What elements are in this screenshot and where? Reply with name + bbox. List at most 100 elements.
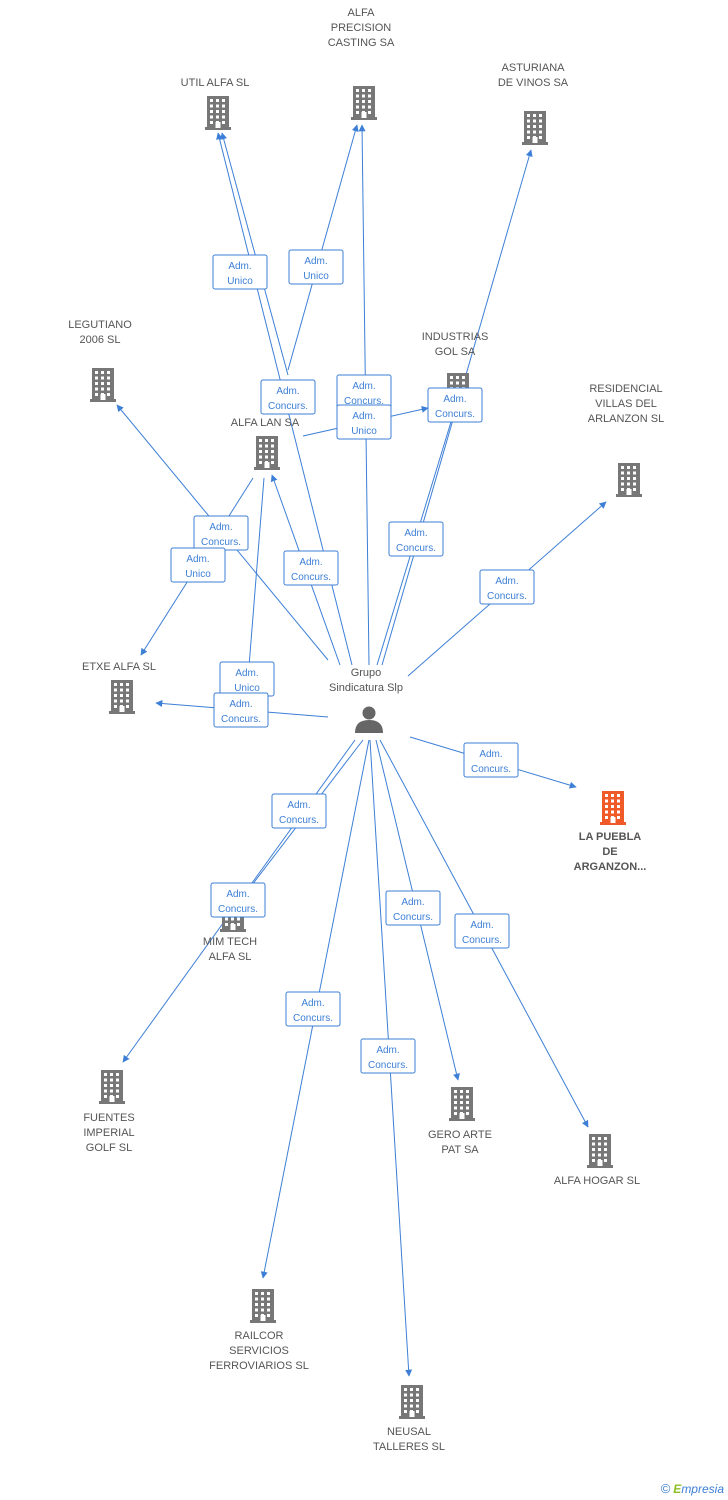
node-label-line: GOL SA xyxy=(435,346,476,358)
edge-alfa-lan-to-util-alfa xyxy=(220,132,289,376)
edge-label-center-to-util-alfa[interactable]: Adm. Concurs. xyxy=(260,379,316,415)
node-label-line: ALFA SL xyxy=(209,951,252,963)
edge-label-center-to-asturiana[interactable]: Adm.Concurs. xyxy=(388,521,444,557)
edge-label-box xyxy=(285,991,341,1027)
node-label-line: TALLERES SL xyxy=(373,1441,445,1453)
edge-label-text: Unico xyxy=(227,276,253,287)
edge-label-center-to-mim-tech[interactable]: Adm. Concurs. xyxy=(271,793,327,829)
node-label-line: IMPERIAL xyxy=(83,1127,134,1139)
edge-label-box xyxy=(212,254,268,290)
edge-label-box xyxy=(479,569,535,605)
edge-label-alfa-lan-to-util-alfa[interactable]: Adm.Unico xyxy=(212,254,268,290)
node-neusal[interactable]: NEUSAL TALLERES SL xyxy=(373,1385,445,1453)
node-label-line: MIM TECH xyxy=(203,936,257,948)
edge-label-text: Concurs. xyxy=(368,1060,408,1071)
edge-label-box xyxy=(463,742,519,778)
building-icon xyxy=(90,368,116,402)
edge-label-text: Concurs. xyxy=(279,815,319,826)
brand-footer[interactable]: ©Empresia xyxy=(661,1481,724,1496)
edge-label-text: Concurs. xyxy=(471,764,511,775)
node-label-line: FUENTES xyxy=(83,1112,134,1124)
node-label-line: ALFA HOGAR SL xyxy=(554,1175,640,1187)
edge-label-box xyxy=(385,890,441,926)
edge-label-center-to-industrias-gol[interactable]: Adm. Concurs. xyxy=(427,387,483,423)
edge-label-box xyxy=(427,387,483,423)
node-label-line: ETXE ALFA SL xyxy=(82,661,156,673)
edge-label-center-to-neusal[interactable]: Adm.Concurs. xyxy=(360,1038,416,1074)
building-icon xyxy=(99,1070,125,1104)
edge-labels-layer: Adm.Concurs.Adm.UnicoAdm.UnicoAdm.Concur… xyxy=(170,249,535,1074)
building-icon xyxy=(254,436,280,470)
edge-label-text: Concurs. xyxy=(396,543,436,554)
edge-label-text: Concurs. xyxy=(221,714,261,725)
edge-label-center-to-alfa-lan[interactable]: Adm.Concurs. xyxy=(283,550,339,586)
node-label-util-alfa: UTIL ALFA SL xyxy=(181,77,250,89)
edge-label-text: Adm. xyxy=(443,394,466,405)
edge-label-alfa-lan-to-alfa-precision[interactable]: Adm.Unico xyxy=(288,249,344,285)
edge-label-text: Adm. xyxy=(226,889,249,900)
edge-label-box xyxy=(336,404,392,440)
edge-label-text: Concurs. xyxy=(268,401,308,412)
node-label-line: Sindicatura Slp xyxy=(329,682,403,694)
edge-label-center-to-alfa-hogar[interactable]: Adm.Concurs. xyxy=(454,913,510,949)
edge-label-text: Concurs. xyxy=(435,409,475,420)
edge-label-center-to-gero-arte[interactable]: Adm.Concurs. xyxy=(385,890,441,926)
edge-alfa-lan-to-alfa-precision xyxy=(287,124,359,371)
node-label-line: PAT SA xyxy=(441,1144,479,1156)
building-icon xyxy=(351,86,377,120)
edge-label-text: Unico xyxy=(303,271,329,282)
edge-label-center-to-etxe-alfa[interactable]: Adm. Concurs. xyxy=(213,692,269,728)
edge-label-text: Adm. xyxy=(276,386,299,397)
node-alfa-lan[interactable]: ALFA LAN SA xyxy=(231,417,300,470)
copyright-symbol: © xyxy=(660,1481,671,1496)
edge-label-text: Adm. xyxy=(229,699,252,710)
person-icon xyxy=(355,706,383,733)
edge-label-alfa-lan-to-mim-tech[interactable]: Adm.Unico xyxy=(219,661,275,697)
edge-label-box xyxy=(260,379,316,415)
node-label-line: ALFA LAN SA xyxy=(231,417,300,429)
node-la-puebla[interactable]: LA PUEBLADEARGANZON... xyxy=(574,791,647,873)
edge-label-text: Adm. xyxy=(470,920,493,931)
brand-logo-e: E xyxy=(673,1482,682,1496)
node-label-line: INDUSTRIAS xyxy=(422,331,489,343)
edge-label-center-to-la-puebla[interactable]: Adm. Concurs. xyxy=(463,742,519,778)
edge-label-text: Adm. xyxy=(287,800,310,811)
node-label-line: 2006 SL xyxy=(80,334,121,346)
node-label-line: ALFA xyxy=(348,7,376,19)
node-etxe-alfa[interactable]: ETXE ALFA SL xyxy=(82,661,156,714)
edge-label-text: Adm. xyxy=(301,998,324,1009)
edge-label-center-to-fuentes[interactable]: Adm.Concurs. xyxy=(210,882,266,918)
node-label-line: NEUSAL xyxy=(387,1426,431,1438)
edge-label-center-to-alfa-precision[interactable]: Adm.Concurs. xyxy=(336,374,392,410)
node-label-line: LEGUTIANO xyxy=(68,319,132,331)
edge-label-box xyxy=(271,793,327,829)
edge-label-box xyxy=(288,249,344,285)
node-legutiano[interactable]: LEGUTIANO 2006 SL xyxy=(68,319,132,402)
edge-label-center-to-railcor[interactable]: Adm.Concurs. xyxy=(285,991,341,1027)
edge-label-text: Adm. xyxy=(479,749,502,760)
building-icon xyxy=(205,96,231,130)
edge-label-center-to-legutiano[interactable]: Adm.Concurs. xyxy=(193,515,249,551)
node-label-line: LA PUEBLA xyxy=(579,831,642,843)
edge-label-alfa-lan-to-etxe-alfa[interactable]: Adm.Unico xyxy=(170,547,226,583)
edge-label-alfa-lan-to-industrias-gol[interactable]: Adm.Unico xyxy=(336,404,392,440)
edge-label-box xyxy=(360,1038,416,1074)
edge-label-text: Unico xyxy=(351,426,377,437)
node-alfa-hogar[interactable]: ALFA HOGAR SL xyxy=(554,1134,640,1187)
node-label-line: SERVICIOS xyxy=(229,1345,289,1357)
node-util-alfa[interactable]: UTIL ALFA SL xyxy=(181,77,250,130)
building-icon xyxy=(449,1087,475,1121)
edge-label-center-to-residencial[interactable]: Adm.Concurs. xyxy=(479,569,535,605)
edge-label-text: Concurs. xyxy=(393,912,433,923)
edge-label-text: Concurs. xyxy=(487,591,527,602)
